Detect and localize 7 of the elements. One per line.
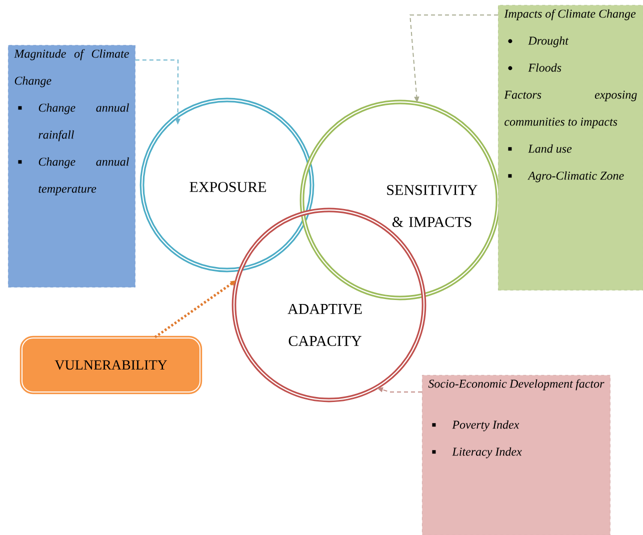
text-box: Socio-Economic Development factor Poverty Index Literacy Index bbox=[422, 375, 610, 535]
text-box: Magnitude of Climate Change Change annual rainfall Change annual temperature bbox=[8, 45, 136, 288]
text-box: Impacts of Climate Change Drought Floods Factors exposing communities to impacts Land use Agro-Climatic Zone bbox=[498, 5, 643, 290]
rounded-box: VULNERABILITY bbox=[20, 336, 202, 394]
ring-label: ADAPTIVE CAPACITY bbox=[288, 304, 362, 346]
ring-label: SENSITIVITY & IMPACTS bbox=[387, 184, 478, 228]
ring-label: EXPOSURE bbox=[190, 182, 266, 192]
